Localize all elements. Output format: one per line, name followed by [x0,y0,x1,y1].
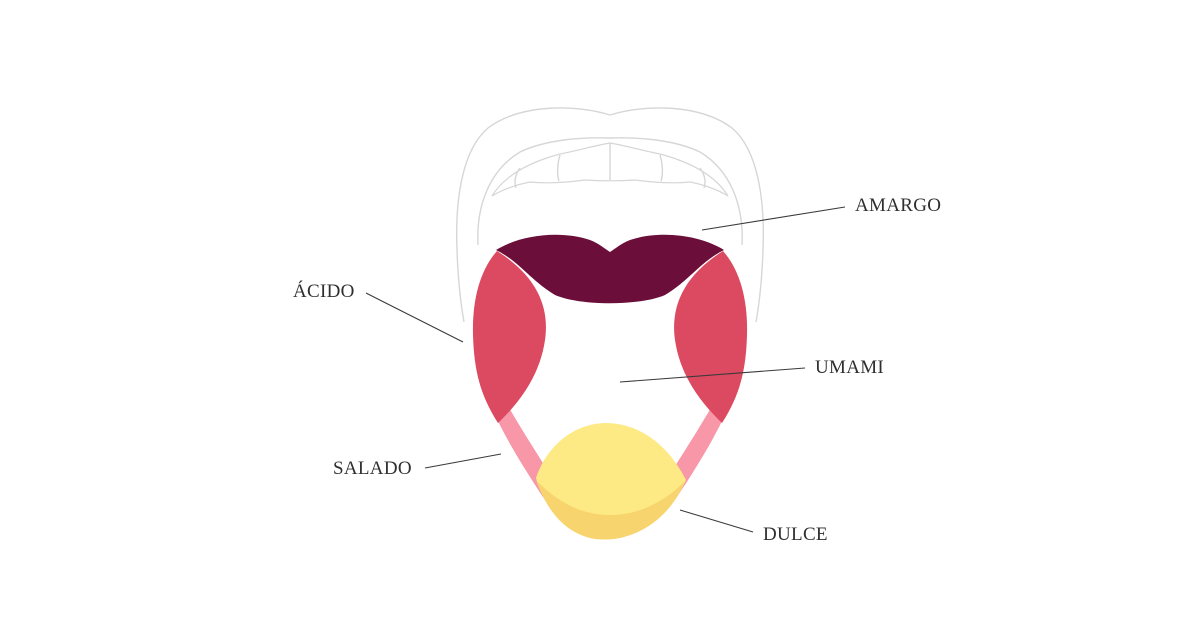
label-umami: UMAMI [815,357,884,378]
dulce-shadow [536,480,686,540]
acido-region-left [472,251,546,423]
label-acido: ÁCIDO [293,280,355,302]
labels: AMARGO ÁCIDO UMAMI SALADO DULCE [293,195,941,545]
leader-umami [619,367,806,383]
inner-mouth-outline [477,137,743,246]
tooth-gap-left-1 [556,154,561,182]
leader-dulce [679,509,754,533]
upper-teeth [491,142,729,197]
leader-salado [424,453,502,469]
mouth-outline [455,107,765,323]
label-amargo: AMARGO [855,195,941,216]
outer-lip-outline [455,107,765,323]
leader-amargo [701,206,846,231]
tooth-gap-left-2 [514,167,521,189]
tongue [472,234,748,540]
amargo-region [496,234,724,304]
label-dulce: DULCE [763,524,828,545]
label-salado: SALADO [333,458,412,479]
tooth-gap-right-1 [659,154,664,182]
tooth-gap-right-2 [699,167,706,189]
acido-region-right [674,251,748,423]
leader-acido [365,292,464,343]
